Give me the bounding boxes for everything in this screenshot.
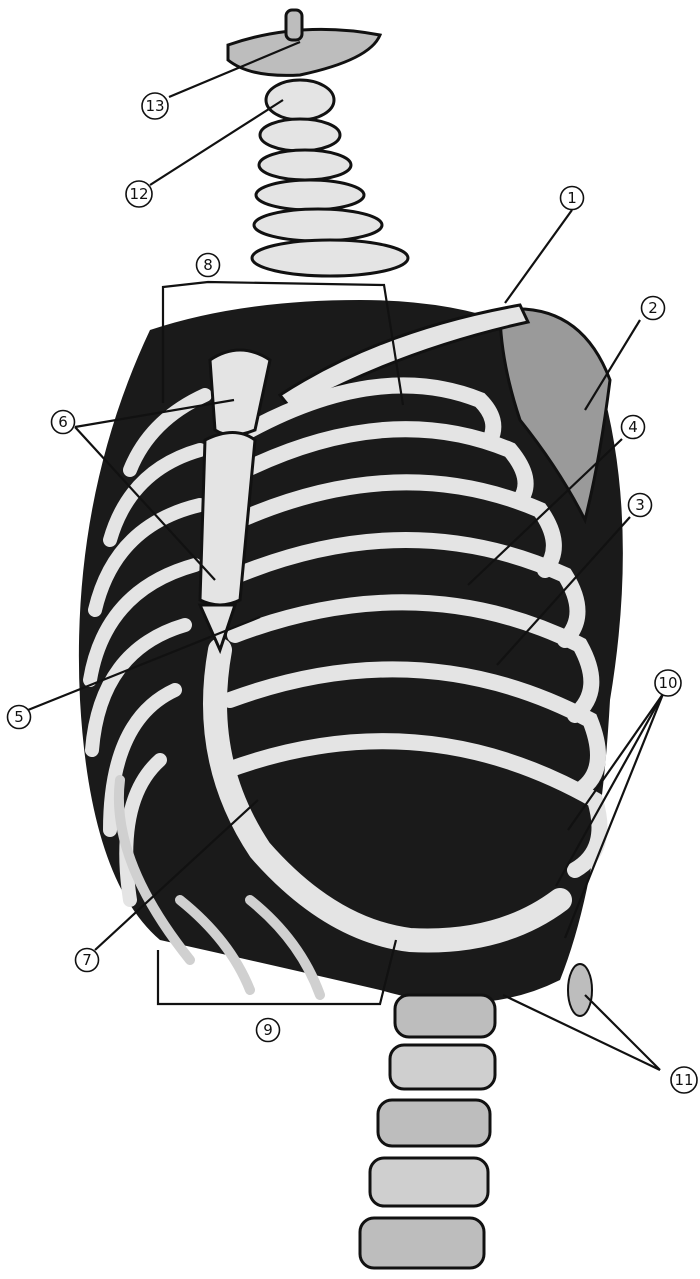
- callout-7: 7: [76, 949, 99, 972]
- callout-4: 4: [622, 416, 645, 439]
- callout-9: 9: [257, 1019, 280, 1042]
- callout-9-label: 9: [263, 1021, 273, 1039]
- callout-11-label: 11: [674, 1071, 693, 1089]
- callout-12: 12: [126, 181, 152, 207]
- callout-2: 2: [642, 297, 665, 320]
- cervical-spine: [228, 10, 408, 276]
- skeleton-illustration: [79, 10, 623, 1268]
- callout-10-label: 10: [658, 674, 677, 692]
- callout-13-label: 13: [145, 97, 164, 115]
- callout-1-label: 1: [567, 189, 577, 207]
- callout-3-label: 3: [635, 496, 645, 514]
- callout-3: 3: [629, 494, 652, 517]
- callout-5: 5: [8, 706, 31, 729]
- callout-2-label: 2: [648, 299, 658, 317]
- callout-13: 13: [142, 93, 168, 119]
- callout-11: 11: [671, 1067, 697, 1093]
- callout-12-label: 12: [129, 185, 148, 203]
- callout-10: 10: [655, 670, 681, 696]
- callout-5-label: 5: [14, 708, 24, 726]
- lumbar-spine: [360, 964, 592, 1268]
- callout-6-label: 6: [58, 413, 68, 431]
- callout-8-label: 8: [203, 256, 213, 274]
- callout-1: 1: [561, 187, 584, 210]
- callout-8: 8: [197, 254, 220, 277]
- callout-7-label: 7: [82, 951, 92, 969]
- callout-6: 6: [52, 411, 75, 434]
- callout-4-label: 4: [628, 418, 638, 436]
